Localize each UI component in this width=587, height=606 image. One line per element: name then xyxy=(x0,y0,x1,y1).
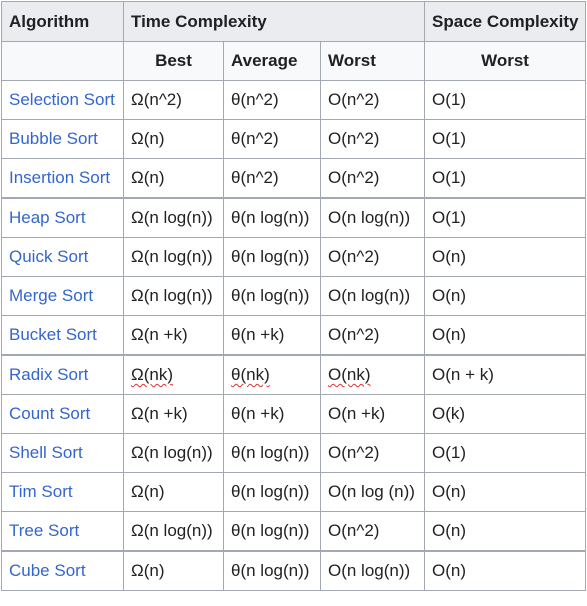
algorithm-link[interactable]: Selection Sort xyxy=(1,80,124,120)
space-cell: O(1) xyxy=(424,158,587,199)
average-cell: θ(n +k) xyxy=(223,315,321,356)
header-average: Average xyxy=(223,41,321,81)
algorithm-link[interactable]: Shell Sort xyxy=(1,433,124,473)
algorithm-link[interactable]: Cube Sort xyxy=(1,550,124,591)
algorithm-link[interactable]: Tim Sort xyxy=(1,472,124,512)
algorithm-link[interactable]: Radix Sort xyxy=(1,354,124,395)
table-row: Bucket Sort Ω(n +k) θ(n +k) O(n^2) O(n) xyxy=(1,315,587,356)
space-cell: O(1) xyxy=(424,433,587,473)
table-row: Tim Sort Ω(n) θ(n log(n)) O(n log (n)) O… xyxy=(1,472,587,512)
table-row: Quick Sort Ω(n log(n)) θ(n log(n)) O(n^2… xyxy=(1,237,587,277)
best-value: Ω(nk) xyxy=(131,365,173,384)
best-cell: Ω(n log(n)) xyxy=(123,197,224,238)
average-value: θ(nk) xyxy=(231,365,270,384)
space-cell: O(n) xyxy=(424,315,587,356)
average-cell: θ(nk) xyxy=(223,354,321,395)
table-row: Heap Sort Ω(n log(n)) θ(n log(n)) O(n lo… xyxy=(1,197,587,238)
header-row: Algorithm Time Complexity Space Complexi… xyxy=(1,1,587,42)
header-time-complexity: Time Complexity xyxy=(122,1,426,42)
average-cell: θ(n +k) xyxy=(223,394,321,434)
best-cell: Ω(n log(n)) xyxy=(123,237,224,277)
header-space-worst: Worst xyxy=(424,41,587,81)
space-cell: O(n) xyxy=(424,472,587,512)
algorithm-link[interactable]: Merge Sort xyxy=(1,276,124,316)
algorithm-link[interactable]: Tree Sort xyxy=(1,511,124,552)
subheader-row: Best Average Worst Worst xyxy=(1,41,587,81)
worst-cell: O(n +k) xyxy=(319,394,426,434)
space-cell: O(n) xyxy=(424,550,587,591)
average-cell: θ(n^2) xyxy=(223,80,321,120)
table-row: Selection Sort Ω(n^2) θ(n^2) O(n^2) O(1) xyxy=(1,80,587,120)
worst-value: O(nk) xyxy=(328,365,371,384)
table-row: Count Sort Ω(n +k) θ(n +k) O(n +k) O(k) xyxy=(1,394,587,434)
header-algorithm: Algorithm xyxy=(1,1,124,42)
worst-cell: O(n log(n)) xyxy=(319,276,426,316)
space-cell: O(n) xyxy=(424,276,587,316)
best-cell: Ω(n^2) xyxy=(123,80,224,120)
average-cell: θ(n^2) xyxy=(223,119,321,159)
header-best: Best xyxy=(123,41,224,81)
header-worst: Worst xyxy=(319,41,426,81)
worst-cell: O(n^2) xyxy=(319,433,426,473)
algorithm-link[interactable]: Quick Sort xyxy=(1,237,124,277)
table-row: Cube Sort Ω(n) θ(n log(n)) O(n log(n)) O… xyxy=(1,550,587,591)
space-cell: O(1) xyxy=(424,80,587,120)
worst-cell: O(n log (n)) xyxy=(319,472,426,512)
space-cell: O(k) xyxy=(424,394,587,434)
table-row: Insertion Sort Ω(n) θ(n^2) O(n^2) O(1) xyxy=(1,158,587,199)
best-cell: Ω(n) xyxy=(123,472,224,512)
worst-cell: O(n^2) xyxy=(319,237,426,277)
worst-cell: O(n log(n)) xyxy=(319,197,426,238)
table-row: Bubble Sort Ω(n) θ(n^2) O(n^2) O(1) xyxy=(1,119,587,159)
average-cell: θ(n log(n)) xyxy=(223,197,321,238)
best-cell: Ω(n log(n)) xyxy=(123,433,224,473)
best-cell: Ω(n +k) xyxy=(123,315,224,356)
worst-cell: O(n^2) xyxy=(319,119,426,159)
header-space-complexity: Space Complexity xyxy=(424,1,587,42)
algorithm-link[interactable]: Heap Sort xyxy=(1,197,124,238)
best-cell: Ω(nk) xyxy=(123,354,224,395)
best-cell: Ω(n) xyxy=(123,158,224,199)
best-cell: Ω(n +k) xyxy=(123,394,224,434)
average-cell: θ(n log(n)) xyxy=(223,237,321,277)
space-cell: O(1) xyxy=(424,197,587,238)
worst-cell: O(nk) xyxy=(319,354,426,395)
worst-cell: O(n^2) xyxy=(319,315,426,356)
space-cell: O(n + k) xyxy=(424,354,587,395)
space-cell: O(n) xyxy=(424,511,587,552)
table-row: Tree Sort Ω(n log(n)) θ(n log(n)) O(n^2)… xyxy=(1,511,587,552)
algorithm-link[interactable]: Bubble Sort xyxy=(1,119,124,159)
average-cell: θ(n^2) xyxy=(223,158,321,199)
table-row: Merge Sort Ω(n log(n)) θ(n log(n)) O(n l… xyxy=(1,276,587,316)
algorithm-link[interactable]: Insertion Sort xyxy=(1,158,124,199)
worst-cell: O(n log(n)) xyxy=(319,550,426,591)
table-row: Radix Sort Ω(nk) θ(nk) O(nk) O(n + k) xyxy=(1,354,587,395)
header-blank-cell xyxy=(1,41,124,81)
average-cell: θ(n log(n)) xyxy=(223,472,321,512)
sorting-complexity-table: Algorithm Time Complexity Space Complexi… xyxy=(1,1,587,591)
best-cell: Ω(n) xyxy=(123,119,224,159)
average-cell: θ(n log(n)) xyxy=(223,550,321,591)
average-cell: θ(n log(n)) xyxy=(223,433,321,473)
worst-cell: O(n^2) xyxy=(319,158,426,199)
best-cell: Ω(n log(n)) xyxy=(123,276,224,316)
best-cell: Ω(n) xyxy=(123,550,224,591)
algorithm-link[interactable]: Count Sort xyxy=(1,394,124,434)
space-cell: O(1) xyxy=(424,119,587,159)
worst-cell: O(n^2) xyxy=(319,511,426,552)
average-cell: θ(n log(n)) xyxy=(223,511,321,552)
space-cell: O(n) xyxy=(424,237,587,277)
worst-cell: O(n^2) xyxy=(319,80,426,120)
best-cell: Ω(n log(n)) xyxy=(123,511,224,552)
average-cell: θ(n log(n)) xyxy=(223,276,321,316)
algorithm-link[interactable]: Bucket Sort xyxy=(1,315,124,356)
table-row: Shell Sort Ω(n log(n)) θ(n log(n)) O(n^2… xyxy=(1,433,587,473)
